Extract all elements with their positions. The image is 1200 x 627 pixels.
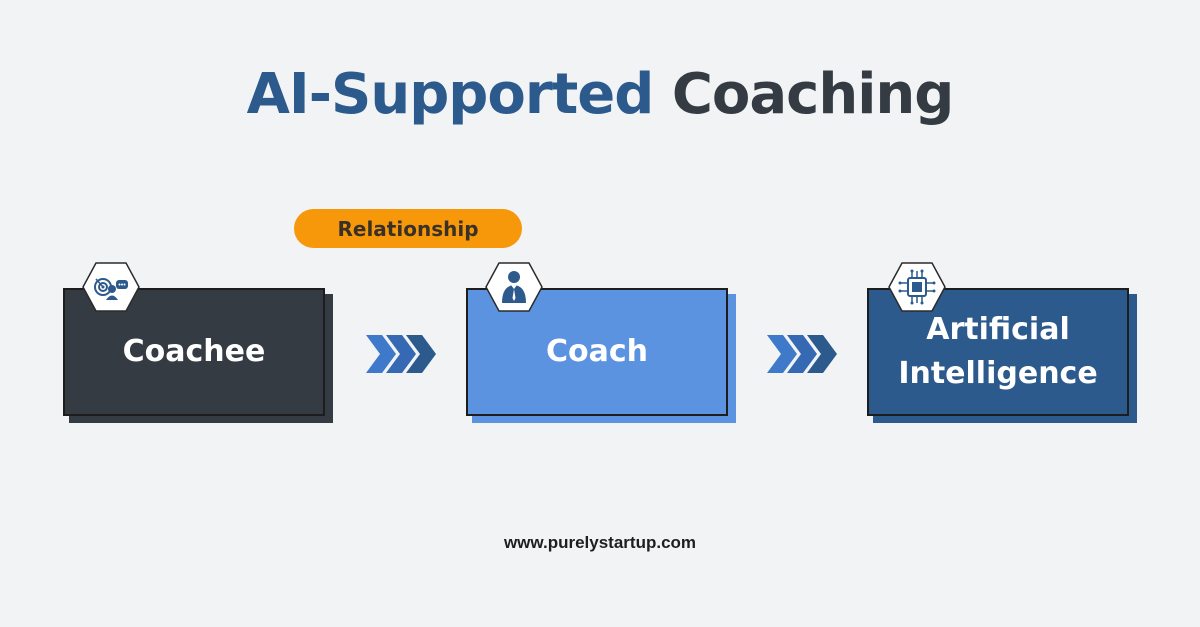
node-coachee: Coachee — [63, 262, 333, 423]
page-title: AI-Supported Coaching — [0, 62, 1200, 127]
businessman-icon — [485, 262, 543, 312]
node-ai: Artificial Intelligence — [867, 262, 1137, 423]
node-ai-label: Artificial Intelligence — [898, 312, 1098, 391]
title-part-2: Coaching — [671, 62, 955, 127]
footer-url: www.purelystartup.com — [503, 533, 697, 552]
relationship-label: Relationship — [337, 216, 479, 241]
relationship-pill: Relationship — [294, 209, 522, 248]
node-coach-label: Coach — [545, 334, 648, 369]
title-part-1: AI-Supported — [246, 62, 655, 127]
ai-chip-icon — [888, 262, 946, 312]
node-coachee-label: Coachee — [122, 334, 266, 369]
node-coach: Coach — [466, 262, 736, 423]
chevron-triple-icon — [366, 335, 436, 373]
chevron-triple-icon — [767, 335, 837, 373]
coachee-target-chat-icon — [82, 262, 140, 312]
